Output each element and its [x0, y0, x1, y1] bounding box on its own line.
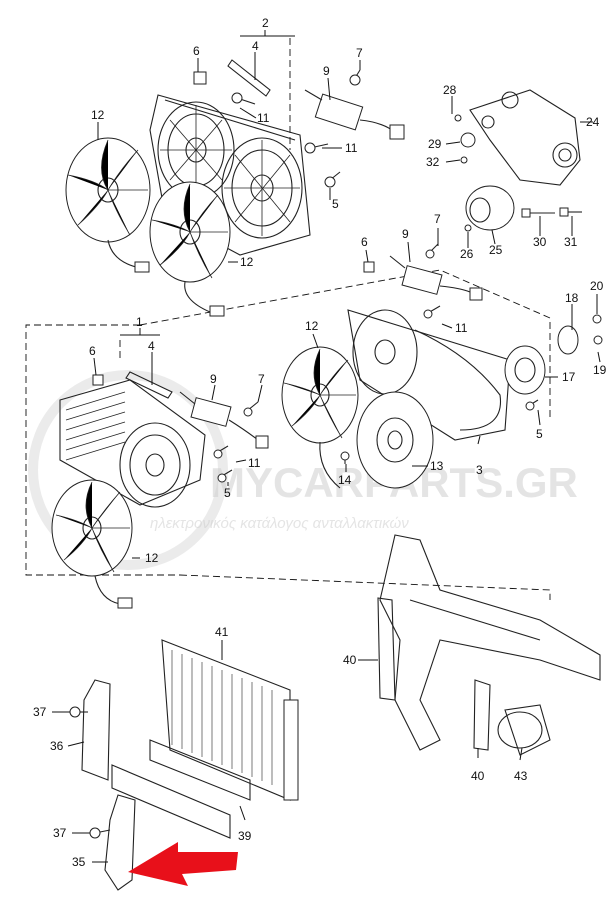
callout-41: 41 — [215, 625, 229, 639]
callout-9: 9 — [210, 372, 217, 386]
callout-37: 37 — [53, 826, 67, 840]
callout-11: 11 — [257, 111, 270, 125]
callout-4: 4 — [148, 339, 155, 353]
callout-labels: 2 4 6 7 9 12 11 11 5 12 28 24 29 32 7 26… — [33, 16, 607, 869]
fan-assembly-right — [281, 243, 603, 489]
callout-37: 37 — [33, 705, 47, 719]
callout-12: 12 — [91, 108, 105, 122]
callout-31: 31 — [564, 235, 578, 249]
callout-39: 39 — [238, 829, 252, 843]
callout-4: 4 — [252, 39, 259, 53]
callout-1: 1 — [136, 315, 143, 329]
callout-9: 9 — [402, 227, 409, 241]
callout-9: 9 — [323, 64, 330, 78]
callout-2: 2 — [262, 16, 269, 30]
callout-17: 17 — [562, 370, 576, 384]
radiator — [111, 639, 299, 839]
callout-32: 32 — [426, 155, 440, 169]
bracket-assembly — [454, 89, 582, 232]
callout-12: 12 — [145, 551, 159, 565]
callout-35: 35 — [72, 855, 86, 869]
callout-5: 5 — [536, 427, 543, 441]
callout-6: 6 — [89, 344, 96, 358]
callout-29: 29 — [428, 137, 442, 151]
callout-12: 12 — [240, 255, 254, 269]
callout-24: 24 — [586, 115, 600, 129]
callout-6: 6 — [193, 44, 200, 58]
callout-18: 18 — [565, 291, 579, 305]
callout-7: 7 — [356, 46, 363, 60]
callout-6: 6 — [361, 235, 368, 249]
callout-11: 11 — [455, 321, 468, 335]
watermark-tagline: ηλεκτρονικός κατάλογος ανταλλακτικών — [150, 515, 409, 532]
callout-40: 40 — [343, 653, 357, 667]
callout-25: 25 — [489, 243, 503, 257]
callout-5: 5 — [332, 197, 339, 211]
callout-43: 43 — [514, 769, 528, 783]
leader-lines — [52, 30, 601, 863]
highlight-arrow — [128, 842, 238, 886]
callout-14: 14 — [338, 473, 352, 487]
callout-40: 40 — [471, 769, 485, 783]
callout-3: 3 — [476, 463, 483, 477]
callout-36: 36 — [50, 739, 64, 753]
group-outline — [25, 38, 551, 600]
callout-13: 13 — [430, 459, 444, 473]
air-guides — [69, 679, 136, 891]
callout-28: 28 — [443, 83, 457, 97]
callout-26: 26 — [460, 247, 474, 261]
callout-11: 11 — [345, 141, 358, 155]
callout-20: 20 — [590, 279, 604, 293]
fan-assembly-top — [65, 59, 405, 317]
callout-30: 30 — [533, 235, 547, 249]
fan-assembly-left — [51, 371, 269, 609]
lock-carrier — [377, 534, 601, 756]
callout-7: 7 — [434, 212, 441, 226]
callout-11: 11 — [248, 456, 261, 470]
callout-19: 19 — [593, 363, 607, 377]
callout-5: 5 — [224, 486, 231, 500]
callout-7: 7 — [258, 372, 265, 386]
callout-12: 12 — [305, 319, 319, 333]
